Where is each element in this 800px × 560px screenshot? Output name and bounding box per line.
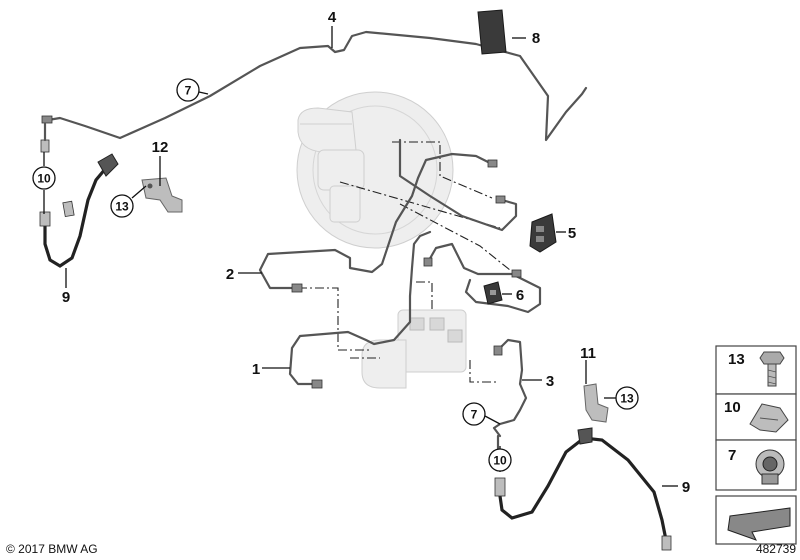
bracket-12 — [141, 177, 183, 213]
brake-line-2 — [258, 152, 498, 293]
callout-12: 12 — [152, 139, 169, 156]
bracket-11 — [583, 383, 609, 423]
callout-10-bottom: 10 — [488, 448, 512, 472]
callout-9-right: 9 — [682, 479, 690, 496]
legend-box-arrow — [715, 495, 797, 545]
legend-box-10: 10 — [715, 393, 797, 441]
callout-13-left: 13 — [110, 194, 134, 218]
brake-line-3 — [492, 338, 528, 438]
brake-line-4 — [41, 30, 588, 142]
clip-icon — [749, 403, 789, 433]
callout-5: 5 — [568, 225, 576, 242]
callout-4: 4 — [328, 9, 337, 26]
callout-7-bottom: 7 — [462, 402, 486, 426]
callout-11: 11 — [580, 345, 596, 362]
diagram-id: 482739 — [756, 542, 796, 556]
svg-text:7: 7 — [471, 408, 478, 422]
svg-text:13: 13 — [620, 392, 634, 406]
copyright-text: © 2017 BMW AG — [6, 542, 98, 556]
brake-booster-ghost — [296, 91, 454, 249]
svg-text:7: 7 — [728, 447, 736, 464]
brake-line-upper-right — [398, 138, 518, 232]
svg-text:13: 13 — [728, 351, 745, 368]
callout-6: 6 — [516, 287, 524, 304]
svg-text:10: 10 — [37, 172, 51, 186]
part-8-pad — [477, 9, 507, 55]
callout-2: 2 — [226, 266, 234, 283]
callout-1: 1 — [252, 361, 260, 378]
bolt-icon — [759, 351, 785, 387]
callout-10-left: 10 — [32, 166, 56, 190]
svg-text:10: 10 — [493, 454, 507, 468]
part-5-clip — [529, 213, 557, 253]
callout-9-left: 9 — [62, 289, 70, 306]
callout-7-top: 7 — [176, 78, 200, 102]
callout-3: 3 — [546, 373, 554, 390]
callout-8: 8 — [532, 30, 540, 47]
legend-box-13: 13 — [715, 345, 797, 395]
brake-hose-left — [39, 122, 119, 268]
hydraulic-unit-ghost — [361, 309, 467, 389]
svg-text:7: 7 — [185, 84, 192, 98]
legend-box-7: 7 — [715, 439, 797, 491]
brake-line-6-loop — [423, 242, 542, 314]
arrow-icon — [727, 507, 791, 541]
callout-13-right: 13 — [615, 386, 639, 410]
part-6-clip — [483, 281, 503, 305]
brake-line-1 — [288, 230, 432, 389]
brake-hose-right — [494, 427, 672, 551]
svg-text:10: 10 — [724, 399, 741, 416]
grommet-icon — [755, 449, 785, 485]
svg-text:13: 13 — [115, 200, 129, 214]
